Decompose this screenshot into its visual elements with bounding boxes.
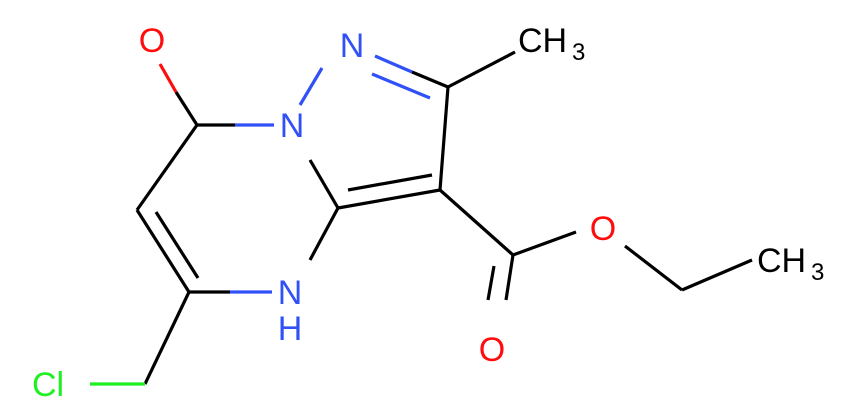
atom-n2: N: [340, 27, 365, 65]
bond-c3-cester: [438, 188, 515, 257]
methyl-ch: CH: [518, 22, 567, 60]
bond-c2-methyl: [447, 50, 516, 89]
bond-c3a-c3-inner: [347, 173, 433, 192]
atom-oxo-o: O: [139, 22, 165, 60]
bond-c3-c2: [438, 86, 450, 191]
bond-cester-oester: [512, 230, 577, 257]
bond-cester-ocarb: [504, 254, 515, 301]
atom-nh-h: H: [278, 310, 303, 348]
atom-carbonyl-o: O: [479, 331, 505, 369]
bond-n2-c2-inner: [371, 72, 431, 100]
atom-chlorine: Cl: [32, 366, 64, 404]
bond-oester-ch2: [624, 244, 683, 292]
ethyl-ch: CH: [757, 242, 806, 280]
bond-c6-c5: [135, 209, 191, 293]
atom-nh: N H: [278, 274, 303, 348]
atom-ester-o: O: [590, 210, 616, 248]
ethyl-sub: 3: [811, 259, 824, 286]
bond-cester-ocarb-inner: [486, 265, 496, 301]
bond-c7-c6: [135, 124, 199, 211]
bond-n2-c2: [374, 54, 413, 74]
bond-c7-o-a: [174, 91, 199, 126]
methyl-sub: 3: [572, 39, 585, 66]
bond-n1-c3a: [308, 159, 340, 209]
bond-c5-ch2: [143, 291, 191, 385]
carbon-bonds: [135, 50, 753, 385]
atom-nh-n: N: [278, 274, 303, 312]
bond-n2-c2-black: [411, 70, 449, 89]
bond-n1-n2: [298, 67, 324, 106]
atom-labels: O N N N H CH 3 O O CH 3 Cl: [32, 22, 824, 404]
bond-n4-c3a: [308, 207, 340, 261]
atom-ethyl-ch3: CH 3: [757, 242, 824, 286]
atom-methyl: CH 3: [518, 22, 585, 66]
bond-c3a-c3: [337, 188, 441, 210]
atom-n1: N: [280, 107, 305, 145]
bond-c7-o-a-red: [158, 63, 178, 93]
bond-c6-c5-inner: [154, 211, 200, 279]
hetero-bonds: [90, 54, 449, 386]
bond-ch2-ch3: [681, 258, 753, 292]
